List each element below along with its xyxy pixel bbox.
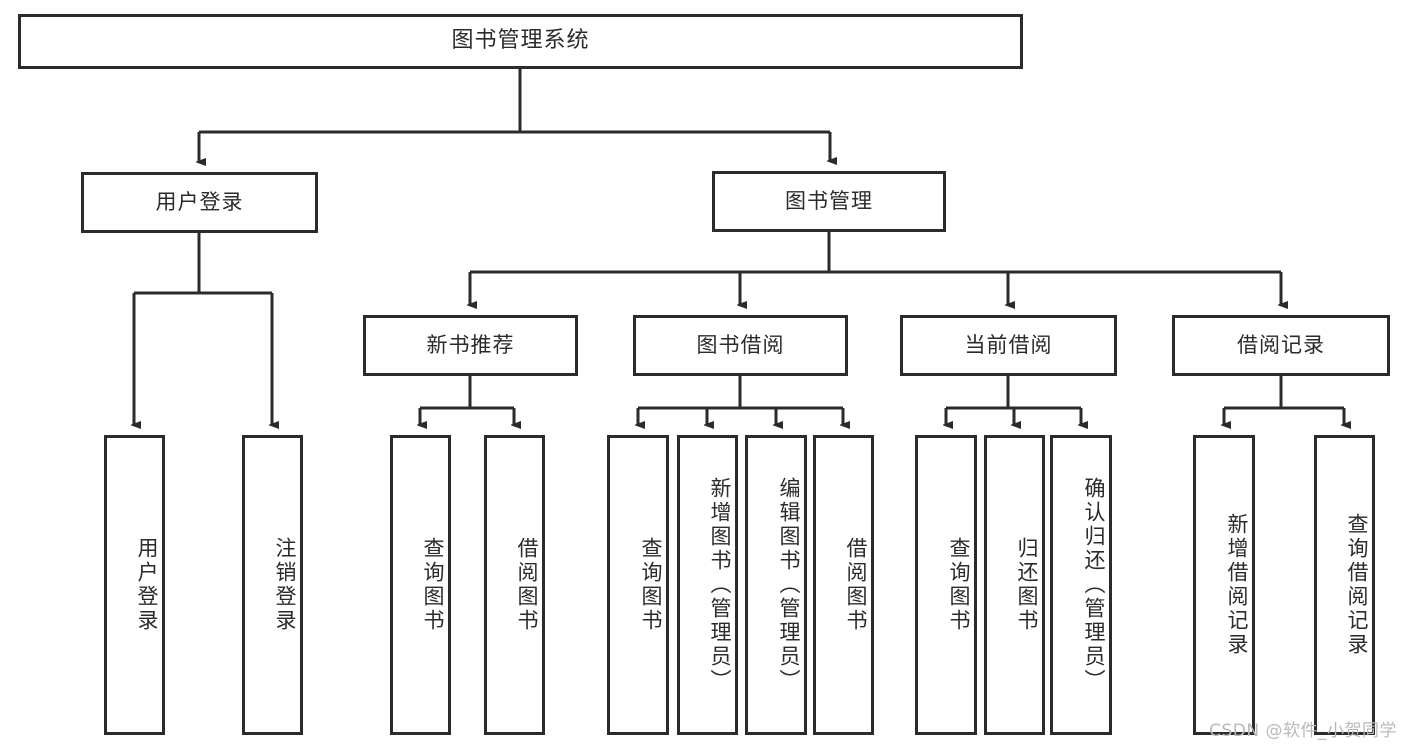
leaf-user-login[interactable]: 用户登录 [104,435,165,735]
node-user-login[interactable]: 用户登录 [81,172,318,233]
node-label: 查询图书 [421,537,445,633]
node-book-management[interactable]: 图书管理 [712,171,946,232]
node-label: 图书借阅 [696,332,785,357]
node-label: 新增借阅记录 [1225,513,1249,657]
node-label: 借阅图书 [844,537,868,633]
node-label: 编辑图书（管理员） [777,477,801,693]
leaf-edit-book-admin[interactable]: 编辑图书（管理员） [745,435,807,735]
node-label: 当前借阅 [964,332,1053,357]
node-label: 图书管理 [785,188,873,213]
leaf-add-book-admin[interactable]: 新增图书（管理员） [677,435,738,735]
node-label: 查询图书 [639,537,663,633]
leaf-query-borrowing-record[interactable]: 查询借阅记录 [1314,435,1375,735]
node-book-borrowing[interactable]: 图书借阅 [633,315,848,376]
node-label: 借阅图书 [515,537,539,633]
leaf-confirm-return-admin[interactable]: 确认归还（管理员） [1050,435,1112,735]
node-label: 归还图书 [1015,537,1039,633]
leaf-borrow-books-recommendation[interactable]: 借阅图书 [484,435,545,735]
node-label: 查询图书 [947,537,971,633]
csdn-watermark: CSDN @软件_小贺同学 [1209,721,1397,741]
node-label: 注销登录 [273,537,297,633]
leaf-return-books[interactable]: 归还图书 [984,435,1045,735]
node-label: 确认归还（管理员） [1082,477,1106,693]
node-label: 新书推荐 [426,332,515,357]
node-label: 新增图书（管理员） [708,477,732,693]
node-root-system[interactable]: 图书管理系统 [18,14,1023,69]
node-label: 用户登录 [135,537,159,633]
node-label: 查询借阅记录 [1345,513,1369,657]
leaf-query-books-borrowing[interactable]: 查询图书 [607,435,669,735]
node-label: 图书管理系统 [451,28,590,54]
leaf-logout[interactable]: 注销登录 [242,435,303,735]
node-label: 借阅记录 [1237,332,1325,357]
leaf-query-books-recommendation[interactable]: 查询图书 [390,435,451,735]
leaf-borrow-books[interactable]: 借阅图书 [813,435,874,735]
node-borrowing-records[interactable]: 借阅记录 [1172,315,1390,376]
node-label: 用户登录 [155,189,244,214]
node-new-book-recommendation[interactable]: 新书推荐 [363,315,578,376]
leaf-query-books-current[interactable]: 查询图书 [915,435,977,735]
node-current-borrowing[interactable]: 当前借阅 [900,315,1117,376]
leaf-add-borrowing-record[interactable]: 新增借阅记录 [1193,435,1255,735]
